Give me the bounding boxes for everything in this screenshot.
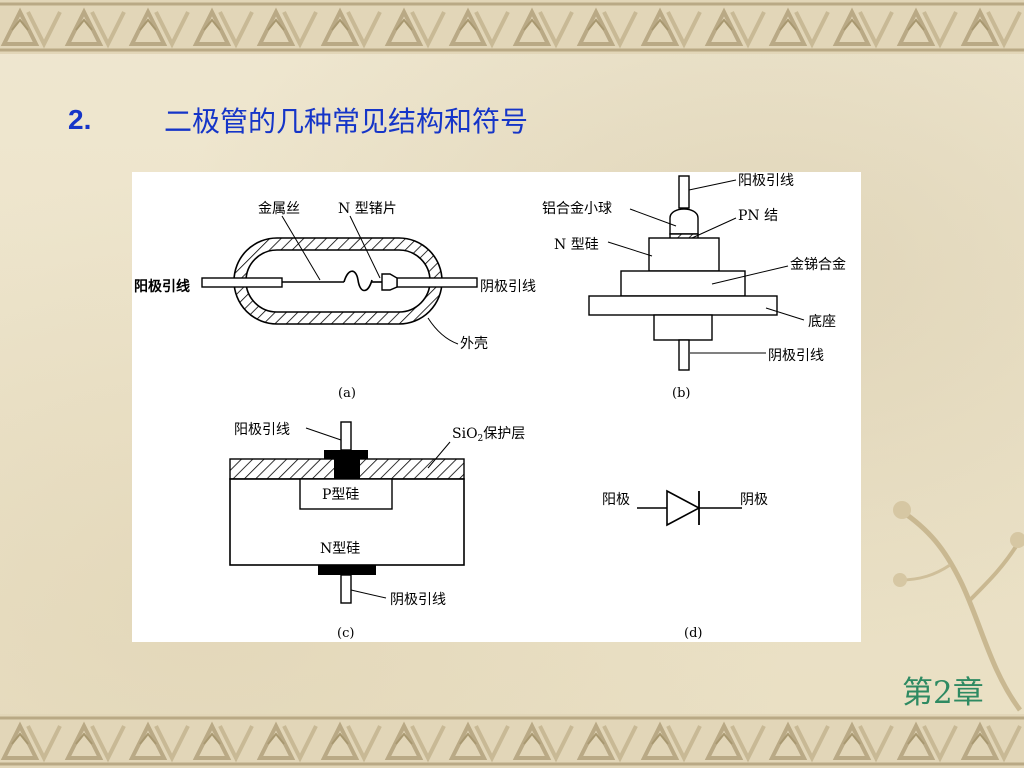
label-au-sb-alloy: 金锑合金 [790, 257, 846, 273]
diagram-a-ge-chip [381, 273, 398, 291]
label-n-type-ge: N 型锗片 [338, 201, 397, 217]
title-number: 2. [68, 104, 92, 135]
diode-triangle [666, 489, 701, 527]
slide-title: 2. 二极管的几种常见结构和符号 [68, 102, 528, 138]
label-c-anode-lead: 阳极引线 [234, 422, 290, 438]
diagram-c-anode-contact [334, 459, 360, 479]
diagram-b-base [588, 295, 778, 316]
label-cathode: 阴极 [740, 492, 768, 508]
diagram-b-n-type-si [648, 237, 720, 272]
label-al-ball: 铝合金小球 [542, 201, 612, 217]
diagram-c-planar: 阳极引线 SiO2保护层 P型硅 N型硅 阴极引线 (c) [229, 421, 525, 641]
label-a-cathode-lead: 阴极引线 [480, 279, 536, 295]
label-base: 底座 [808, 314, 836, 330]
caption-d: (d) [684, 626, 702, 641]
diagram-b-anode-lead [678, 175, 690, 209]
diagram-b-cathode-lead [678, 339, 690, 371]
label-protect-layer: 保护层 [483, 426, 525, 442]
diagram-a-cathode-lead [396, 277, 478, 288]
diagram-b-au-sb-alloy [620, 270, 746, 297]
label-a-anode-lead: 阳极引线 [134, 278, 190, 295]
label-c-n-type-si: N型硅 [320, 541, 360, 557]
label-sio2: SiO [452, 426, 478, 442]
label-anode: 阳极 [602, 492, 630, 508]
diagram-a-metal-wire [343, 270, 373, 292]
label-shell: 外壳 [460, 335, 488, 352]
label-sio2-subscript: 2 [478, 434, 484, 444]
caption-a: (a) [338, 386, 356, 401]
diagram-c-cathode-lead [340, 574, 352, 604]
label-b-n-type-si: N 型硅 [554, 237, 599, 253]
top-border-pattern [0, 0, 1024, 54]
bottom-border-pattern [0, 714, 1024, 768]
decorative-branch [893, 501, 1024, 712]
label-b-anode-lead: 阳极引线 [738, 173, 794, 189]
chapter-label[interactable]: 第2章 [902, 675, 984, 711]
label-metal-wire: 金属丝 [258, 201, 300, 217]
caption-b: (b) [672, 386, 690, 401]
caption-c: (c) [337, 626, 354, 641]
label-b-cathode-lead: 阴极引线 [768, 348, 824, 364]
diagram-c-anode-lead [340, 421, 352, 451]
diagram-c-p-type-si [299, 478, 393, 510]
title-text: 二极管的几种常见结构和符号 [164, 105, 529, 138]
label-c-cathode-lead: 阴极引线 [390, 592, 446, 608]
diode-structures-figure: 金属丝 N 型锗片 阳极引线 阴极引线 外壳 (a) 阳极引线 铝合金小球 [132, 172, 861, 642]
diagram-a-point-contact: 金属丝 N 型锗片 阳极引线 阴极引线 外壳 (a) [134, 201, 536, 401]
diagram-d-diode-symbol: 阳极 阴极 (d) [602, 489, 768, 641]
label-pn-junction: PN 结 [738, 208, 778, 224]
label-sio2-protect: SiO2保护层 [452, 426, 525, 444]
label-p-type-si: P型硅 [322, 487, 359, 503]
diagram-c-cathode-contact [318, 565, 376, 575]
diagram-a-anode-lead [201, 277, 283, 288]
diagram-b-al-ball [669, 208, 699, 235]
diagram-b-alloy-junction: 阳极引线 铝合金小球 PN 结 N 型硅 金锑合金 底座 阴极引线 (b) [542, 173, 846, 401]
